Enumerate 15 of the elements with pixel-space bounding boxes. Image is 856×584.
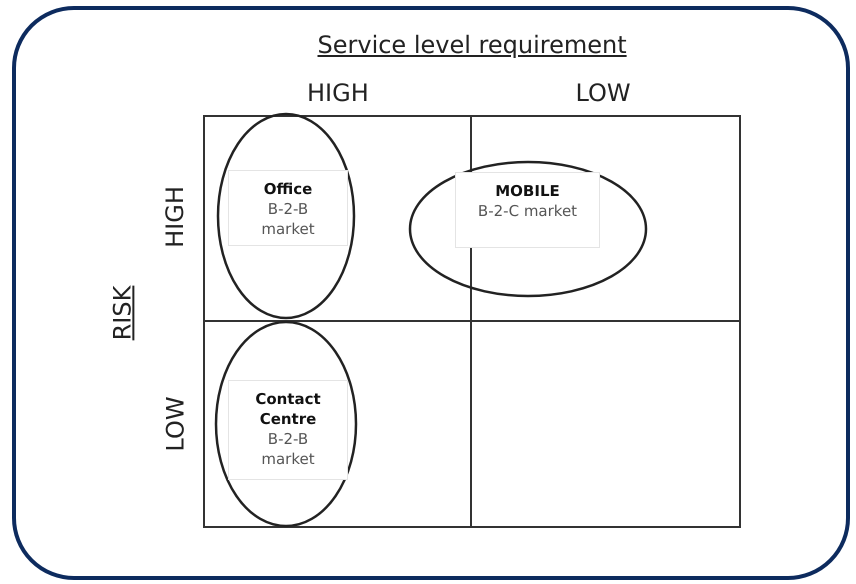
market-name: MOBILE — [494, 181, 561, 201]
market-type: B-2-B market — [260, 199, 316, 239]
market-ellipse — [216, 112, 356, 320]
axis-title: Service level requirement — [318, 31, 627, 59]
column-heading: LOW — [576, 79, 631, 107]
axis-title: RISK — [108, 286, 136, 340]
market-type: B-2-C market — [476, 201, 578, 221]
market-type: B-2-B market — [260, 429, 316, 469]
market-ellipse — [408, 160, 648, 298]
market-ellipse — [214, 320, 358, 528]
market-name: Contact Centre — [254, 389, 322, 429]
market-name: Office — [262, 179, 314, 199]
row-heading: LOW — [161, 396, 190, 452]
column-heading: HIGH — [307, 79, 369, 107]
row-heading: HIGH — [160, 186, 189, 248]
